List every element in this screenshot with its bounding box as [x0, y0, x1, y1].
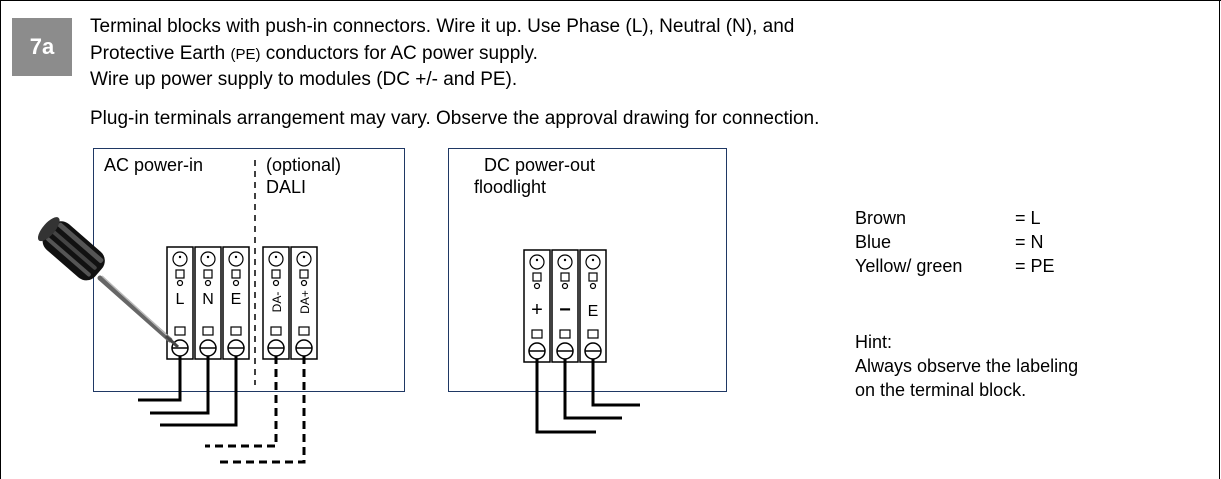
wire-n — [150, 356, 210, 415]
terminal-label-da-plus: DA+ — [298, 290, 312, 314]
terminal-label-minus: − — [559, 299, 571, 321]
dali-label: DALI — [266, 177, 307, 197]
ac-terminal-block-da-minus — [262, 246, 290, 360]
dc-terminal-block-e — [579, 249, 607, 363]
ac-terminal-block-e — [222, 246, 250, 360]
legend-meaning-l: = L — [1015, 208, 1041, 228]
legend-color-yellow-green: Yellow/ green — [855, 256, 963, 276]
floodlight-label: floodlight — [474, 177, 547, 197]
dc-power-out-title: DC power-out — [484, 155, 596, 175]
instruction-line-2: Protective Earth (PE) conductors for AC … — [90, 42, 538, 67]
instruction-line-3: Wire up power supply to modules (DC +/- … — [90, 69, 518, 90]
legend-meaning-n: = N — [1015, 232, 1044, 252]
screwdriver-icon — [37, 217, 180, 349]
dc-terminal-block-minus — [551, 249, 579, 363]
terminal-label-n: N — [202, 291, 214, 308]
frame-top-border — [0, 0, 1221, 1]
wire-dc-pe — [591, 359, 640, 407]
instruction-line-2-main: Protective Earth — [90, 43, 231, 64]
frame-right-border — [1219, 0, 1220, 479]
ac-power-in-title: AC power-in — [104, 155, 204, 175]
hint-title: Hint: — [855, 332, 893, 352]
wire-dc-minus — [563, 359, 622, 420]
legend-color-brown: Brown — [855, 208, 907, 228]
terminal-label-plus: + — [531, 299, 543, 321]
step-number-badge: 7a — [12, 18, 72, 76]
ac-terminal-block-da-plus — [290, 246, 318, 360]
terminal-label-dc-e: E — [588, 303, 599, 320]
terminal-label-da-minus: DA- — [270, 292, 284, 313]
wire-dali-minus — [205, 356, 278, 448]
instruction-line-2-abbrev: (PE) — [230, 46, 261, 63]
dc-terminal-block-plus — [523, 249, 551, 363]
instruction-line-2-end: conductors for AC power supply. — [260, 43, 538, 64]
hint-line-2: on the terminal block. — [855, 380, 1027, 400]
terminal-label-l: L — [176, 291, 185, 308]
instruction-line-4: Plug-in terminals arrangement may vary. … — [90, 108, 820, 129]
legend-meaning-pe: = PE — [1015, 256, 1055, 276]
frame-left-border — [0, 0, 1, 479]
legend-color-blue: Blue — [855, 232, 892, 252]
dc-power-out-panel — [448, 148, 727, 392]
optional-label: (optional) — [266, 155, 342, 175]
wire-dc-plus — [535, 359, 596, 434]
wire-pe — [160, 356, 238, 427]
wire-dali-plus — [218, 356, 306, 464]
wire-l — [138, 356, 182, 402]
terminal-label-e: E — [231, 291, 242, 308]
hint-line-1: Always observe the labeling — [855, 356, 1079, 376]
instruction-line-1: Terminal blocks with push-in connectors.… — [90, 16, 795, 37]
